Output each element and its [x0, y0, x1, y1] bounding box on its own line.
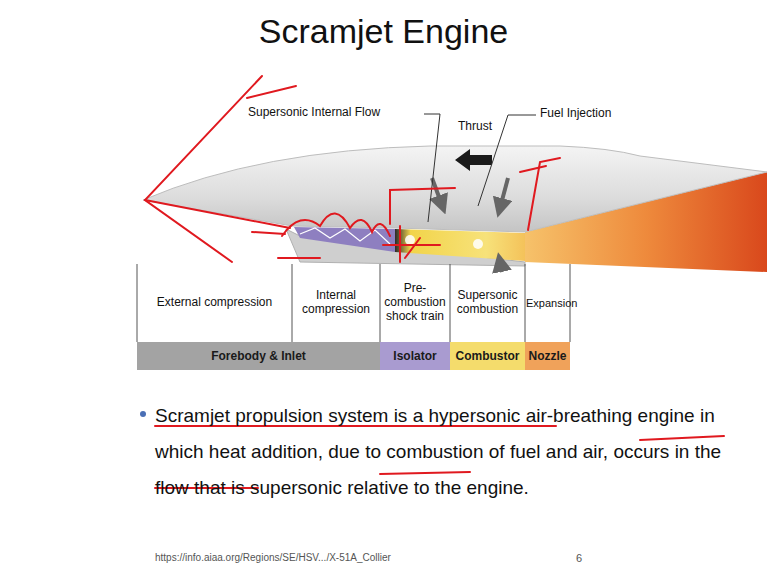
source-note: https://info.aiaa.org/Regions/SE/HSV.../…	[155, 552, 455, 564]
band-label: Forebody & Inlet	[211, 349, 306, 363]
bullet-dot	[140, 411, 146, 417]
callout-label: Thrust	[458, 120, 518, 134]
page-number: 6	[576, 552, 596, 565]
isolator-flow	[294, 227, 395, 252]
vehicle-body	[143, 146, 767, 232]
section-cell: External compression	[139, 296, 290, 310]
section-band: Forebody & Inlet	[137, 342, 380, 370]
slide-title: Scramjet Engine	[0, 12, 767, 51]
callout-label: Supersonic Internal Flow	[248, 106, 428, 120]
band-label: Nozzle	[528, 349, 566, 363]
leader-line	[424, 114, 440, 222]
thrust-arrow	[455, 149, 492, 171]
section-cell: Pre-combustion shock train	[381, 282, 449, 323]
section-band: Combustor	[450, 342, 525, 370]
section-cell: Expansion	[526, 297, 569, 310]
band-label: Combustor	[456, 349, 520, 363]
band-label: Isolator	[393, 349, 436, 363]
fuel-arrow	[432, 178, 442, 205]
section-band: Nozzle	[525, 342, 570, 370]
fuel-arrow	[500, 178, 508, 208]
callout-label: Fuel Injection	[540, 107, 650, 121]
section-band: Isolator	[380, 342, 450, 370]
hand-annotation	[145, 76, 724, 488]
bullet-text: Scramjet propulsion system is a hyperson…	[155, 398, 735, 506]
combustor-flow	[395, 229, 525, 261]
fuel-arrow	[500, 262, 502, 272]
section-cell: Supersonic combustion	[451, 289, 524, 317]
table-dividers	[137, 264, 570, 342]
shock-train	[300, 228, 390, 244]
section-cell: Internal compression	[294, 289, 378, 317]
